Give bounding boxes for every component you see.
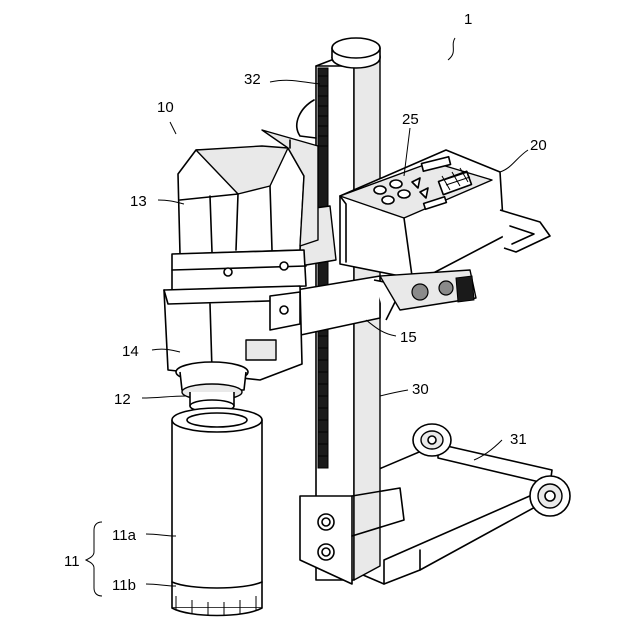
ref-1: 1 [464, 11, 472, 28]
ref-15: 15 [400, 329, 417, 346]
rear-wheel [413, 424, 451, 456]
ref-14: 14 [122, 343, 139, 360]
rear-handle [297, 100, 316, 138]
ref-11b: 11b [112, 577, 136, 594]
front-wheel [530, 476, 570, 516]
spindle [176, 362, 248, 412]
ref-10: 10 [157, 99, 174, 116]
motor-housing [172, 130, 318, 290]
core-bit [172, 408, 262, 616]
ref-11: 11 [64, 553, 80, 570]
column-cap [332, 38, 380, 68]
ref-13: 13 [130, 193, 147, 210]
ref-11a: 11a [112, 527, 137, 544]
ref-20: 20 [530, 137, 547, 154]
ref-12: 12 [114, 391, 131, 408]
ref-31: 31 [510, 431, 527, 448]
ref-32: 32 [244, 71, 261, 88]
base-plate [356, 444, 552, 584]
ref-25: 25 [402, 111, 419, 128]
ref-30: 30 [412, 381, 429, 398]
rack [318, 68, 328, 468]
